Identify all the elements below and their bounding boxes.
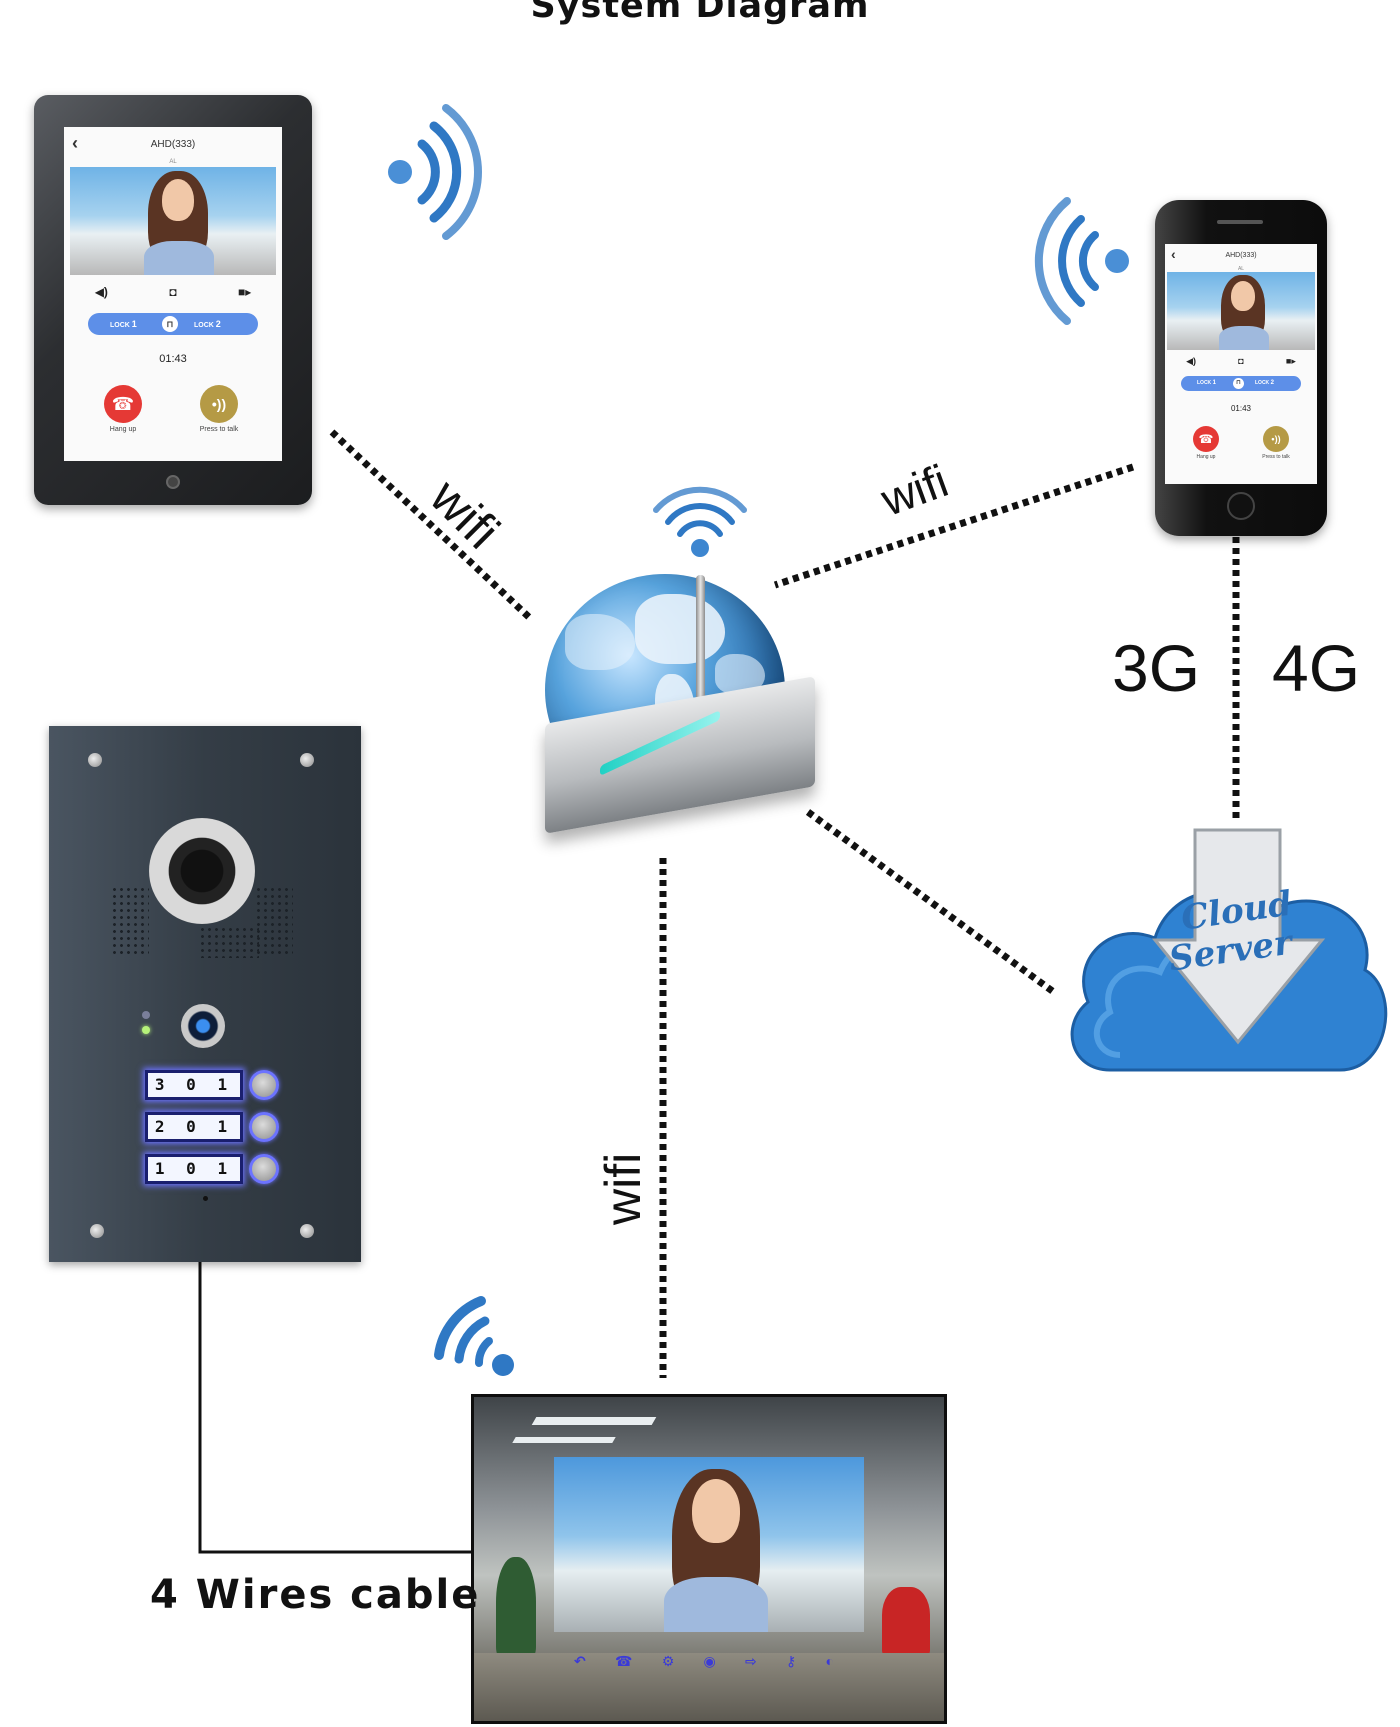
phone-talk-label: Press to talk <box>1262 454 1290 460</box>
wifi-label-monitor: wifi <box>595 1152 651 1225</box>
tablet-call-timer: 01:43 <box>159 353 187 365</box>
monitor-video-feed <box>554 1457 864 1632</box>
door-camera-icon <box>149 818 255 924</box>
cable-door-monitor <box>198 1262 471 1554</box>
call-button-201[interactable] <box>249 1112 279 1142</box>
monitor-door-icon[interactable]: ⇨ <box>744 1653 757 1669</box>
speaker-icon[interactable]: ◀) <box>1186 356 1197 366</box>
ceiling-light <box>531 1417 657 1425</box>
phone-lock-bar: LOCK 1 ⊓ LOCK 2 <box>1181 376 1301 391</box>
screw <box>88 753 102 767</box>
door-station: 3 0 1 2 0 1 1 0 1 <box>49 726 361 1262</box>
tablet-app-title: AHD(333) <box>150 139 196 150</box>
monitor-key-icon[interactable]: ⚷ <box>785 1653 797 1669</box>
tablet-home-button <box>166 475 180 489</box>
router-antenna <box>696 575 705 705</box>
phone-lock1-button[interactable]: LOCK 1 <box>1197 380 1216 386</box>
link-tablet-router <box>329 429 535 623</box>
tablet-screen: ‹ AHD(333) AL ◀) ◘ ■▸ LOCK 1 ⊓ LOCK 2 01… <box>64 127 282 461</box>
phone-screen: ‹ AHD(333) AL ◀) ◘ ■▸ LOCK 1 ⊓ LOCK 2 01… <box>1165 244 1317 484</box>
screw <box>90 1224 104 1238</box>
monitor-volume-icon[interactable]: ◐ <box>825 1653 834 1669</box>
talk-icon[interactable]: •)) <box>200 385 238 423</box>
nameplate: 2 0 1 <box>145 1112 243 1142</box>
phone-home-button <box>1227 492 1255 520</box>
tablet-lock1-button[interactable]: LOCK 1 <box>110 319 137 329</box>
tablet-app-subtitle: AL <box>169 159 177 165</box>
speaker-grille <box>199 926 259 958</box>
back-arrow-icon[interactable]: ‹ <box>1171 246 1176 262</box>
nameplate: 1 0 1 <box>145 1154 243 1184</box>
indoor-monitor: ↶ ☎ ⚙ ◉ ⇨ ⚷ ◐ <box>471 1394 947 1724</box>
link-router-cloud <box>805 809 1058 996</box>
monitor-call-icon[interactable]: ☎ <box>614 1653 633 1669</box>
link-phone-router <box>773 463 1135 589</box>
hangup-phone-icon[interactable]: ☎ <box>1193 426 1219 452</box>
call-button-101[interactable] <box>249 1154 279 1184</box>
card-reader-icon[interactable] <box>181 1004 225 1048</box>
screw <box>300 1224 314 1238</box>
label-4g: 4G <box>1272 631 1361 705</box>
call-button-301[interactable] <box>249 1070 279 1100</box>
hangup-phone-icon[interactable]: ☎ <box>104 385 142 423</box>
room-plant <box>496 1557 536 1657</box>
phone-app-title: AHD(333) <box>1225 252 1257 259</box>
smartphone-device: ‹ AHD(333) AL ◀) ◘ ■▸ LOCK 1 ⊓ LOCK 2 01… <box>1155 200 1327 536</box>
room-chair <box>882 1587 930 1657</box>
tablet-lock-bar: LOCK 1 ⊓ LOCK 2 <box>88 313 258 335</box>
tablet-talk-label: Press to talk <box>199 426 239 433</box>
room-floor <box>474 1653 944 1721</box>
tablet-hangup-label: Hang up <box>109 426 137 433</box>
speaker-grille <box>111 886 149 958</box>
monitor-screen: ↶ ☎ ⚙ ◉ ⇨ ⚷ ◐ <box>474 1397 944 1721</box>
talk-icon[interactable]: •)) <box>1263 426 1289 452</box>
camera-icon[interactable]: ◘ <box>1238 356 1244 366</box>
nameplate: 3 0 1 <box>145 1070 243 1100</box>
padlock-icon: ⊓ <box>1233 378 1244 389</box>
tablet-device: ‹ AHD(333) AL ◀) ◘ ■▸ LOCK 1 ⊓ LOCK 2 01… <box>34 95 312 505</box>
monitor-settings-icon[interactable]: ⚙ <box>661 1653 675 1669</box>
status-led <box>142 1026 150 1034</box>
tablet-video-feed <box>70 167 276 275</box>
screw <box>300 753 314 767</box>
speaker-icon[interactable]: ◀) <box>94 285 108 299</box>
video-icon[interactable]: ■▸ <box>238 285 252 299</box>
microphone-icon <box>203 1196 208 1201</box>
padlock-icon: ⊓ <box>162 316 178 332</box>
phone-hangup-label: Hang up <box>1196 454 1216 460</box>
status-led <box>142 1011 150 1019</box>
cable-label: 4 Wires cable <box>150 1572 481 1618</box>
label-3g: 3G <box>1112 631 1201 705</box>
phone-call-timer: 01:43 <box>1230 404 1252 413</box>
monitor-eye-icon[interactable]: ◉ <box>703 1653 716 1669</box>
back-arrow-icon[interactable]: ‹ <box>72 133 78 153</box>
phone-earpiece <box>1217 220 1263 224</box>
ceiling-light <box>512 1437 616 1443</box>
wifi-signal-icon <box>388 104 1129 1376</box>
video-icon[interactable]: ■▸ <box>1285 356 1296 366</box>
diagram-title: System Diagram <box>530 0 870 26</box>
phone-lock2-button[interactable]: LOCK 2 <box>1255 380 1274 386</box>
cloud-server-icon: Cloud Server <box>1070 828 1388 1072</box>
monitor-back-icon[interactable]: ↶ <box>574 1653 586 1669</box>
phone-app-subtitle: AL <box>1237 266 1245 272</box>
tablet-lock2-button[interactable]: LOCK 2 <box>194 319 221 329</box>
speaker-grille <box>255 886 293 958</box>
phone-video-feed <box>1167 272 1315 350</box>
camera-icon[interactable]: ◘ <box>169 285 177 299</box>
